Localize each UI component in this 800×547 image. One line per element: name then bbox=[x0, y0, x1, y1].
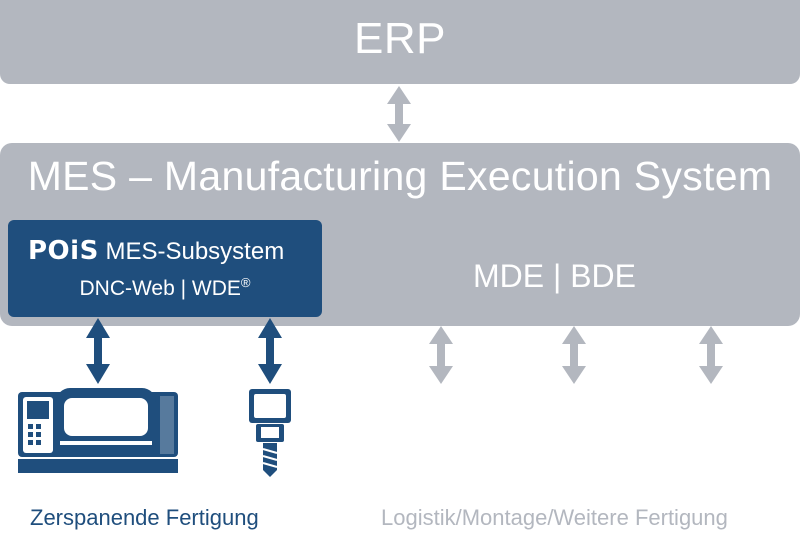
caption-logistics: Logistik/Montage/Weitere Fertigung bbox=[381, 505, 728, 530]
pois-dnc-label: DNC-Web | WDE bbox=[79, 277, 241, 300]
pois-line2: DNC-Web | WDE® bbox=[8, 275, 322, 301]
spindle-tool-icon bbox=[249, 389, 291, 477]
erp-box: ERP bbox=[0, 0, 800, 84]
cnc-machine-icon bbox=[18, 388, 178, 473]
erp-title: ERP bbox=[354, 14, 446, 63]
logistics-arrow-1 bbox=[429, 326, 453, 384]
registered-mark: ® bbox=[240, 275, 251, 290]
machine-arrow-right bbox=[258, 318, 282, 384]
pois-subsystem-label: MES-Subsystem bbox=[105, 238, 285, 265]
logistics-arrow-3 bbox=[699, 326, 723, 384]
machine-arrow-left bbox=[86, 318, 110, 384]
caption-machining: Zerspanende Fertigung bbox=[30, 505, 259, 530]
pois-line1: POiS MES-Subsystem bbox=[28, 236, 284, 266]
logistics-arrow-2 bbox=[562, 326, 586, 384]
erp-mes-arrow bbox=[387, 86, 411, 142]
pois-logo: POiS bbox=[28, 236, 99, 266]
pois-subsystem-box: POiS MES-Subsystem DNC-Web | WDE® bbox=[8, 220, 322, 317]
mes-title: MES – Manufacturing Execution System bbox=[27, 153, 773, 199]
mde-bde-label: MDE | BDE bbox=[473, 258, 636, 294]
